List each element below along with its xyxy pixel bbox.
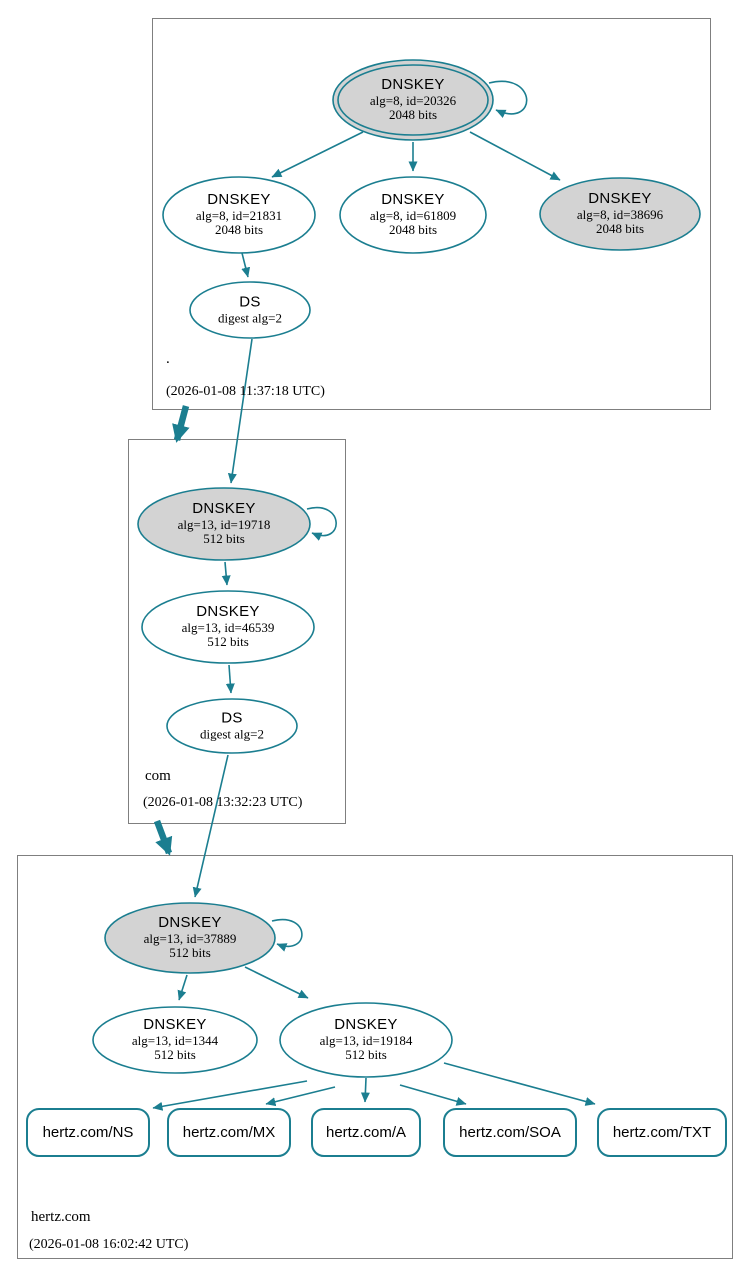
edge-hertz-ksk-to-zsk1344 bbox=[177, 974, 188, 1001]
edge-com-ksk-to-zsk46539 bbox=[221, 561, 231, 586]
dnskey-bits: 2048 bits bbox=[388, 222, 438, 238]
dnskey-detail: alg=13, id=37889 bbox=[143, 930, 237, 946]
ds-detail: digest alg=2 bbox=[199, 726, 265, 742]
hertz-ksk-ellipse bbox=[104, 902, 276, 974]
zone-label-root: . bbox=[166, 351, 170, 367]
edge-hertz-ksk-self-loop bbox=[271, 918, 303, 952]
root-ksk-ellipse-outer bbox=[332, 59, 494, 141]
dnskey-title: DNSKEY bbox=[334, 1016, 398, 1034]
edge-root-ksk-to-zsk38696 bbox=[469, 131, 561, 181]
edge-com-ksk-self-loop bbox=[306, 506, 337, 541]
edge-zsk19184-to-rrset-ns bbox=[152, 1080, 308, 1111]
hertz-zsk19184-ellipse bbox=[279, 1002, 453, 1078]
dnskey-detail: alg=13, id=19718 bbox=[177, 516, 271, 532]
com-ksk-node: DNSKEY alg=13, id=19718 512 bits bbox=[177, 500, 271, 547]
dnskey-title: DNSKEY bbox=[381, 191, 445, 209]
edge-zsk21831-to-ds bbox=[241, 252, 251, 278]
dnskey-detail: alg=8, id=38696 bbox=[576, 206, 664, 222]
root-ksk-ellipse-inner bbox=[337, 64, 489, 136]
hertz-zsk1344-ellipse bbox=[92, 1006, 258, 1074]
edge-root-zone-to-com-zone bbox=[172, 405, 190, 443]
hertz-zsk1344-node: DNSKEY alg=13, id=1344 512 bits bbox=[131, 1016, 219, 1063]
rrset-hertz-com-soa: hertz.com/SOA bbox=[443, 1108, 577, 1157]
dnskey-title: DNSKEY bbox=[381, 76, 445, 94]
dnskey-detail: alg=8, id=61809 bbox=[369, 207, 457, 223]
rrset-hertz-com-a: hertz.com/A bbox=[311, 1108, 421, 1157]
dnskey-detail: alg=8, id=21831 bbox=[195, 207, 283, 223]
dnskey-bits: 512 bits bbox=[207, 634, 249, 650]
dnskey-title: DNSKEY bbox=[192, 500, 256, 518]
ds-detail: digest alg=2 bbox=[217, 310, 283, 326]
dnskey-detail: alg=13, id=1344 bbox=[131, 1032, 219, 1048]
dnskey-bits: 2048 bits bbox=[388, 107, 438, 123]
com-zsk46539-node: DNSKEY alg=13, id=46539 512 bits bbox=[181, 603, 275, 650]
com-ds-ellipse bbox=[166, 698, 298, 754]
zone-label-com: com bbox=[145, 768, 171, 784]
root-ds-node: DS digest alg=2 bbox=[218, 294, 282, 325]
ds-title: DS bbox=[221, 709, 243, 727]
zone-label-hertz-com: hertz.com bbox=[31, 1209, 91, 1225]
zone-timestamp-com: (2026-01-08 13:32:23 UTC) bbox=[143, 795, 303, 810]
hertz-zsk19184-node: DNSKEY alg=13, id=19184 512 bits bbox=[319, 1016, 413, 1063]
dnskey-bits: 512 bits bbox=[169, 945, 211, 961]
root-zsk38696-node: DNSKEY alg=8, id=38696 2048 bits bbox=[576, 190, 664, 237]
edge-com-ds-to-hertz-ksk bbox=[192, 754, 229, 898]
dnskey-title: DNSKEY bbox=[143, 1016, 207, 1034]
dnskey-bits: 512 bits bbox=[154, 1047, 196, 1063]
root-zsk38696-ellipse bbox=[539, 177, 701, 251]
edge-zsk19184-to-rrset-txt bbox=[443, 1062, 596, 1106]
dnskey-bits: 512 bits bbox=[345, 1047, 387, 1063]
dnskey-bits: 512 bits bbox=[203, 531, 245, 547]
zone-timestamp-hertz-com: (2026-01-08 16:02:42 UTC) bbox=[29, 1237, 189, 1252]
root-zsk21831-node: DNSKEY alg=8, id=21831 2048 bits bbox=[195, 191, 283, 238]
hertz-ksk-node: DNSKEY alg=13, id=37889 512 bits bbox=[143, 914, 237, 961]
root-zsk21831-ellipse bbox=[162, 176, 316, 254]
com-ds-node: DS digest alg=2 bbox=[200, 710, 264, 741]
edge-zsk19184-to-rrset-mx bbox=[265, 1086, 336, 1107]
dnskey-detail: alg=13, id=19184 bbox=[319, 1032, 413, 1048]
com-zsk46539-ellipse bbox=[141, 590, 315, 664]
rrset-hertz-com-ns: hertz.com/NS bbox=[26, 1108, 150, 1157]
dnskey-detail: alg=13, id=46539 bbox=[181, 619, 275, 635]
edge-zsk46539-to-ds bbox=[225, 664, 235, 694]
rrset-hertz-com-mx: hertz.com/MX bbox=[167, 1108, 291, 1157]
rrset-hertz-com-txt: hertz.com/TXT bbox=[597, 1108, 727, 1157]
root-ds-ellipse bbox=[189, 281, 311, 339]
root-zsk61809-node: DNSKEY alg=8, id=61809 2048 bits bbox=[369, 191, 457, 238]
edge-hertz-ksk-to-zsk19184 bbox=[244, 966, 309, 999]
dnskey-title: DNSKEY bbox=[196, 603, 260, 621]
zone-box-hertz-com bbox=[17, 855, 733, 1259]
ds-title: DS bbox=[239, 293, 261, 311]
dnskey-title: DNSKEY bbox=[207, 191, 271, 209]
root-ksk-node: DNSKEY alg=8, id=20326 2048 bits bbox=[369, 76, 457, 123]
zone-box-root bbox=[152, 18, 711, 410]
edge-root-ksk-self-loop bbox=[488, 80, 528, 119]
edge-zsk19184-to-rrset-a bbox=[360, 1077, 370, 1103]
edge-root-ds-to-com-ksk bbox=[227, 338, 253, 484]
edge-zsk19184-to-rrset-soa bbox=[399, 1084, 467, 1106]
dnskey-title: DNSKEY bbox=[588, 190, 652, 208]
com-ksk-ellipse bbox=[137, 487, 311, 561]
edge-com-zone-to-hertz-zone bbox=[153, 819, 173, 856]
root-zsk61809-ellipse bbox=[339, 176, 487, 254]
dnskey-detail: alg=8, id=20326 bbox=[369, 92, 457, 108]
dnskey-bits: 2048 bits bbox=[214, 222, 264, 238]
zone-timestamp-root: (2026-01-08 11:37:18 UTC) bbox=[166, 384, 325, 399]
dnskey-bits: 2048 bits bbox=[595, 221, 645, 237]
dnskey-title: DNSKEY bbox=[158, 914, 222, 932]
edge-root-ksk-to-zsk21831 bbox=[271, 131, 364, 178]
